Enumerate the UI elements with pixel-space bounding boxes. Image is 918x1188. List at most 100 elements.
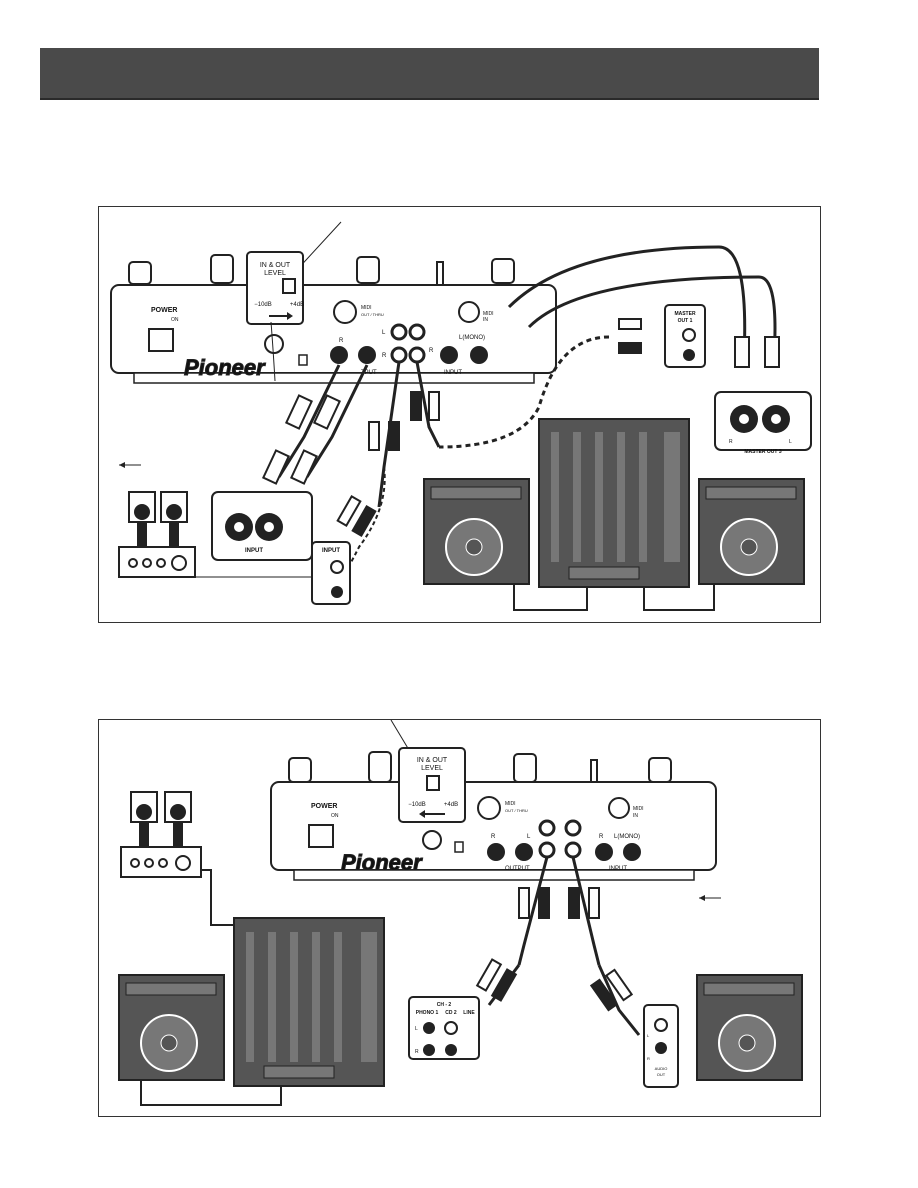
cable-to-amp [277, 364, 369, 478]
input-jack-r[interactable] [330, 346, 348, 364]
svg-text:OUT / THRU: OUT / THRU [505, 808, 528, 813]
svg-text:OUT 1: OUT 1 [678, 318, 693, 324]
svg-text:ON: ON [171, 317, 179, 323]
unit-rca-r[interactable] [390, 346, 408, 364]
svg-text:INPUT: INPUT [322, 548, 340, 554]
cd-player-left [118, 974, 225, 1081]
dj-mixer [233, 917, 385, 1087]
diagram-bottom-svg: POWER ON Pioneer MIDI OUT / THRU R L OUT… [118, 720, 803, 1106]
cable-master-out3 [507, 245, 777, 358]
svg-text:CH - 2: CH - 2 [437, 1002, 452, 1008]
svg-text:L: L [647, 1033, 650, 1038]
unit-rca-out-r[interactable] [538, 841, 556, 859]
unit-rca-in-r[interactable] [564, 841, 582, 859]
svg-text:MIDI: MIDI [633, 806, 644, 812]
svg-text:L: L [415, 1026, 418, 1032]
svg-text:+4dB: +4dB [444, 802, 458, 808]
power-switch[interactable] [148, 328, 174, 352]
cd-player-right [696, 974, 803, 1081]
svg-text:LEVEL: LEVEL [264, 270, 286, 277]
svg-text:MIDI: MIDI [361, 305, 372, 311]
midi-in-port[interactable] [608, 797, 630, 819]
cd-player-right [698, 478, 805, 585]
input-jack-r2[interactable] [440, 346, 458, 364]
speakers-and-amplifier [120, 791, 202, 878]
svg-text:R: R [729, 439, 733, 445]
rca-input-l[interactable] [330, 560, 344, 574]
dj-mixer [538, 418, 690, 588]
svg-text:L: L [382, 330, 386, 336]
section-header-bar [40, 48, 819, 100]
svg-text:R: R [599, 834, 604, 840]
svg-text:OUT / THRU: OUT / THRU [361, 312, 384, 317]
unit-rca-in-l[interactable] [564, 819, 582, 837]
svg-text:MASTER OUT 3: MASTER OUT 3 [744, 449, 781, 455]
unit-knobs [288, 751, 672, 785]
svg-text:POWER: POWER [311, 803, 337, 810]
svg-text:INPUT: INPUT [609, 866, 627, 872]
svg-text:R: R [647, 1056, 650, 1061]
svg-text:OUTPUT: OUTPUT [505, 866, 530, 872]
svg-text:+4dB: +4dB [290, 302, 304, 308]
cable-master-out1 [438, 335, 610, 449]
svg-text:MIDI: MIDI [505, 801, 516, 807]
ch2-cd-l[interactable] [444, 1021, 458, 1035]
brand-logo: Pioneer [341, 850, 423, 875]
audio-out-r[interactable] [655, 1042, 667, 1054]
svg-text:L: L [789, 439, 792, 445]
level-switch-callout [246, 251, 304, 325]
master-out1-r[interactable] [683, 349, 695, 361]
svg-text:R: R [491, 834, 496, 840]
speakers-and-amplifier [118, 491, 196, 578]
unit-rca-l[interactable] [390, 323, 408, 341]
cd-player-left [423, 478, 530, 585]
connection-diagram-bottom: POWER ON Pioneer MIDI OUT / THRU R L OUT… [98, 719, 821, 1117]
svg-text:LINE: LINE [463, 1010, 475, 1016]
svg-text:PHONO 1: PHONO 1 [416, 1010, 439, 1016]
svg-text:INPUT: INPUT [444, 370, 462, 376]
svg-text:OUT: OUT [657, 1072, 666, 1077]
svg-text:R: R [415, 1049, 419, 1055]
svg-text:INPUT: INPUT [245, 548, 263, 554]
input-jack-l[interactable] [358, 346, 376, 364]
ch2-cd-r[interactable] [445, 1044, 457, 1056]
svg-text:R: R [382, 353, 387, 359]
svg-text:L(MONO): L(MONO) [459, 335, 485, 341]
svg-text:IN & OUT: IN & OUT [260, 262, 291, 269]
master-out1-l[interactable] [682, 328, 696, 342]
power-label: POWER [151, 307, 177, 314]
level-switch[interactable] [426, 775, 440, 791]
svg-text:TPUT: TPUT [361, 370, 377, 376]
audio-out-l[interactable] [654, 1018, 668, 1032]
svg-text:MASTER: MASTER [674, 311, 696, 317]
input-jack-r[interactable] [595, 843, 613, 861]
svg-text:ON: ON [331, 813, 339, 819]
svg-text:−10dB: −10dB [254, 302, 272, 308]
svg-text:−10dB: −10dB [408, 802, 426, 808]
midi-out-port[interactable] [477, 796, 501, 820]
connection-diagram-top: POWER ON Pioneer MIDI OUT / THRU R TPUT … [98, 206, 821, 623]
midi-out-port[interactable] [333, 300, 357, 324]
input-jack-l-mono[interactable] [623, 843, 641, 861]
power-switch[interactable] [308, 824, 334, 848]
input-jack-l-mono[interactable] [470, 346, 488, 364]
midi-in-port[interactable] [458, 301, 480, 323]
svg-text:CD 2: CD 2 [445, 1010, 457, 1016]
unit-knobs [128, 254, 515, 287]
svg-text:IN: IN [633, 813, 638, 819]
level-switch[interactable] [282, 278, 296, 294]
rca-input-r[interactable] [331, 586, 343, 598]
brand-logo: Pioneer [184, 355, 266, 380]
svg-text:R: R [339, 338, 344, 344]
diagram-top-svg: POWER ON Pioneer MIDI OUT / THRU R TPUT … [110, 221, 812, 611]
svg-text:MIDI: MIDI [483, 311, 494, 317]
svg-text:L(MONO): L(MONO) [614, 834, 640, 840]
output-jack-r[interactable] [487, 843, 505, 861]
svg-text:L: L [527, 834, 531, 840]
svg-text:R: R [429, 348, 434, 354]
svg-text:LEVEL: LEVEL [421, 765, 443, 772]
output-jack-l[interactable] [515, 843, 533, 861]
svg-text:IN & OUT: IN & OUT [417, 757, 448, 764]
svg-text:IN: IN [483, 317, 488, 323]
unit-rca-out-l[interactable] [538, 819, 556, 837]
